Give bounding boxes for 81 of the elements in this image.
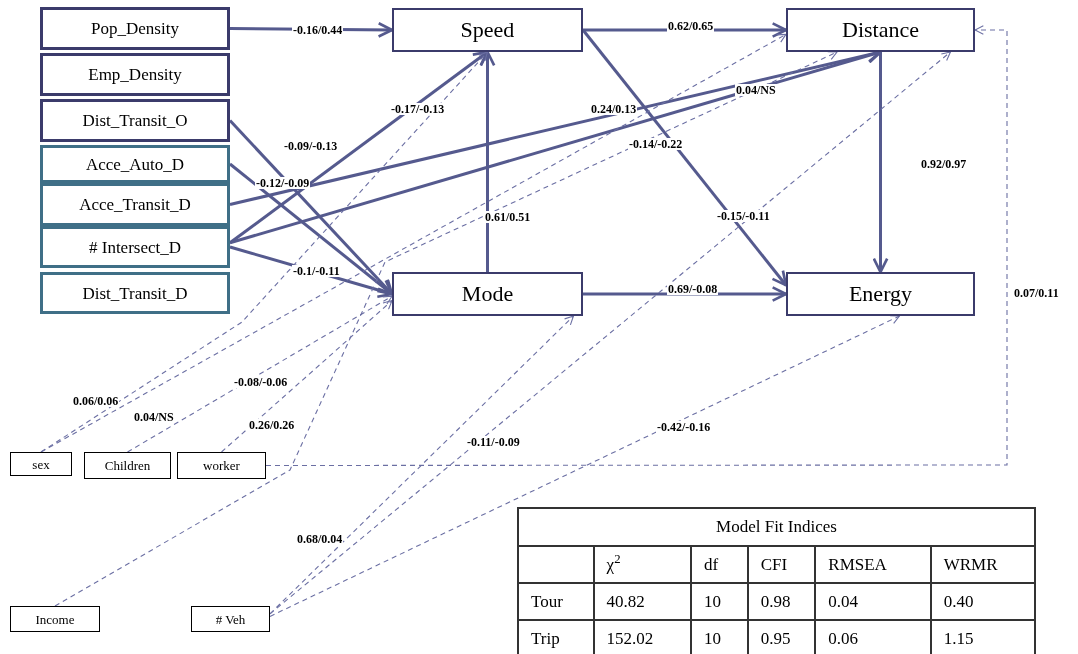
edge-label: 0.69/-0.08 (667, 283, 719, 295)
arrow (269, 51, 951, 615)
node-label: Emp_Density (88, 66, 182, 83)
table-cell-text: 0.06 (828, 627, 859, 650)
edge-label: -0.11/-0.09 (466, 436, 521, 448)
variable-box (10, 606, 100, 632)
variable-box (40, 53, 230, 96)
table-cell-text: WRMR (943, 553, 998, 576)
arrow (872, 52, 889, 274)
table-title: Model Fit Indices (519, 509, 1034, 547)
variable-box (40, 226, 230, 268)
arrow (583, 286, 788, 302)
edge-label: -0.12/-0.09 (255, 177, 311, 189)
variable-box (392, 272, 583, 316)
table-cell-text: 152.02 (606, 627, 654, 650)
edge-label: 0.62/0.65 (667, 20, 715, 32)
variable-box (40, 99, 230, 142)
arrow (269, 315, 900, 617)
variable-box (10, 452, 72, 476)
node-label: Speed (460, 19, 515, 41)
node-label: Dist_Transit_O (82, 112, 188, 129)
arrow (126, 295, 393, 453)
edge-label: 0.92/0.97 (920, 158, 968, 170)
edge-label: -0.16/0.44 (292, 24, 344, 36)
edge-label: 0.04/NS (735, 84, 777, 96)
arrow (220, 300, 393, 453)
arrow (265, 25, 1008, 467)
variable-box (40, 7, 230, 50)
node-label: sex (32, 457, 50, 471)
edge-label: -0.14/-0.22 (628, 138, 684, 150)
variable-box (40, 272, 230, 314)
table-cell-text: 0.04 (828, 590, 859, 613)
table-cell-text: df (704, 553, 719, 576)
node-label: Distance (842, 19, 919, 41)
edge-label: -0.15/-0.11 (716, 210, 771, 222)
table-cell-text: 0.95 (760, 627, 791, 650)
node-label: Children (104, 459, 151, 472)
node-label: # Intersect_D (88, 238, 182, 256)
variable-box (84, 452, 171, 479)
table-cell-text: 40.82 (606, 590, 645, 613)
table-cell-text: Trip (531, 627, 560, 650)
edge-label: -0.17/-0.13 (390, 103, 446, 115)
arrow (54, 51, 838, 607)
arrow (40, 51, 489, 453)
node-label: Energy (848, 283, 913, 305)
edge-label: 0.26/0.26 (248, 419, 296, 431)
table-cell-text: 0.98 (760, 590, 791, 613)
variable-box (786, 272, 975, 316)
variable-box (40, 145, 230, 183)
arrow (229, 50, 489, 244)
node-label: Acce_Auto_D (85, 155, 185, 173)
variable-box (392, 8, 583, 52)
variable-box (177, 452, 266, 479)
edge-label: 0.61/0.51 (484, 211, 532, 223)
node-label: Income (35, 612, 75, 626)
node-label: Acce_Transit_D (79, 196, 191, 213)
edge-label: -0.09/-0.13 (283, 140, 339, 152)
edge-label: 0.06/0.06 (72, 395, 120, 407)
table-cell-text: Tour (531, 590, 563, 613)
node-label: Mode (461, 283, 514, 305)
variable-box (40, 183, 230, 226)
table-cell-text: 1.15 (943, 627, 974, 650)
table-cell-text: 0.40 (943, 590, 974, 613)
node-label: worker (203, 459, 240, 472)
table-cell-text: RMSEA (828, 553, 887, 576)
table-cell-text: CFI (760, 553, 788, 576)
node-label: # Veh (215, 612, 246, 626)
variable-box (786, 8, 975, 52)
node-label: Dist_Transit_D (82, 284, 188, 302)
edge-label: 0.68/0.04 (296, 533, 344, 545)
table-cell-text: χ$^{2}$ (606, 551, 621, 576)
variable-box (191, 606, 270, 632)
table-cell-text: 10 (704, 590, 721, 613)
node-label: Pop_Density (91, 20, 179, 37)
edge-label: -0.1/-0.11 (292, 265, 341, 277)
table-cell-text: 10 (704, 627, 721, 650)
edge-label: -0.08/-0.06 (233, 376, 289, 388)
edge-label: 0.24/0.13 (590, 103, 638, 115)
edge-label: 0.07/0.11 (1013, 287, 1060, 299)
edge-label: -0.42/-0.16 (656, 421, 712, 433)
edge-label: 0.04/NS (133, 411, 175, 423)
